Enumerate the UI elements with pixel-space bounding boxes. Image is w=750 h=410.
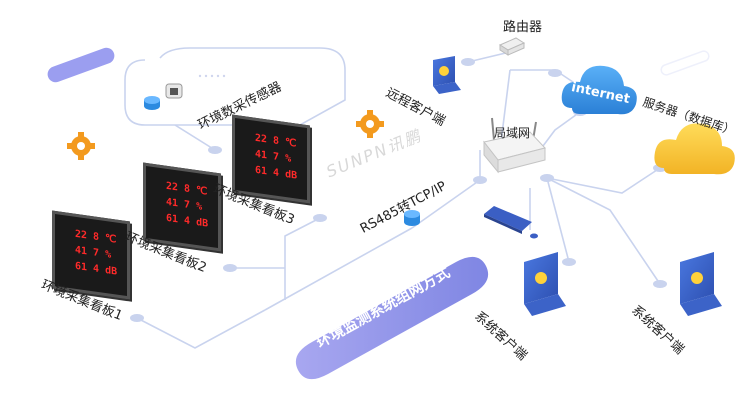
led-board-reading-noise: 61 4 dB bbox=[166, 212, 209, 230]
gear-icon bbox=[356, 110, 384, 138]
server-cloud-icon bbox=[654, 123, 735, 175]
laptop-client2-icon bbox=[680, 252, 722, 316]
router-icon bbox=[498, 37, 526, 56]
led-board-reading-humidity: 41 7 % bbox=[255, 148, 292, 165]
led-board-reading-humidity: 41 7 % bbox=[75, 244, 112, 261]
decor-pill bbox=[47, 47, 115, 83]
laptop-client1-icon bbox=[524, 252, 566, 316]
led-board-reading-noise: 61 4 dB bbox=[75, 260, 118, 278]
led-board-reading-noise: 61 4 dB bbox=[255, 164, 298, 182]
led-board-reading-temp: 22 8 ℃ bbox=[75, 228, 117, 246]
title-banner bbox=[295, 256, 489, 380]
sensor-device-icon bbox=[144, 74, 226, 110]
led-board-reading-humidity: 41 7 % bbox=[166, 196, 203, 213]
led-board-reading-temp: 22 8 ℃ bbox=[255, 132, 297, 150]
router-label: 路由器 bbox=[503, 20, 543, 35]
gear-icon bbox=[67, 132, 95, 160]
laptop-remote-icon bbox=[433, 56, 461, 94]
converter-icon bbox=[404, 210, 420, 226]
led-board-reading-temp: 22 8 ℃ bbox=[166, 180, 208, 198]
connection-lines bbox=[124, 47, 661, 349]
lan-label: 局域网 bbox=[494, 126, 531, 140]
decor-pill-outline bbox=[660, 50, 710, 76]
internet-cloud-icon bbox=[561, 65, 637, 115]
lan-switch-icon bbox=[483, 117, 546, 174]
keyboard-icon bbox=[484, 206, 538, 239]
connection-nodes bbox=[130, 58, 667, 322]
